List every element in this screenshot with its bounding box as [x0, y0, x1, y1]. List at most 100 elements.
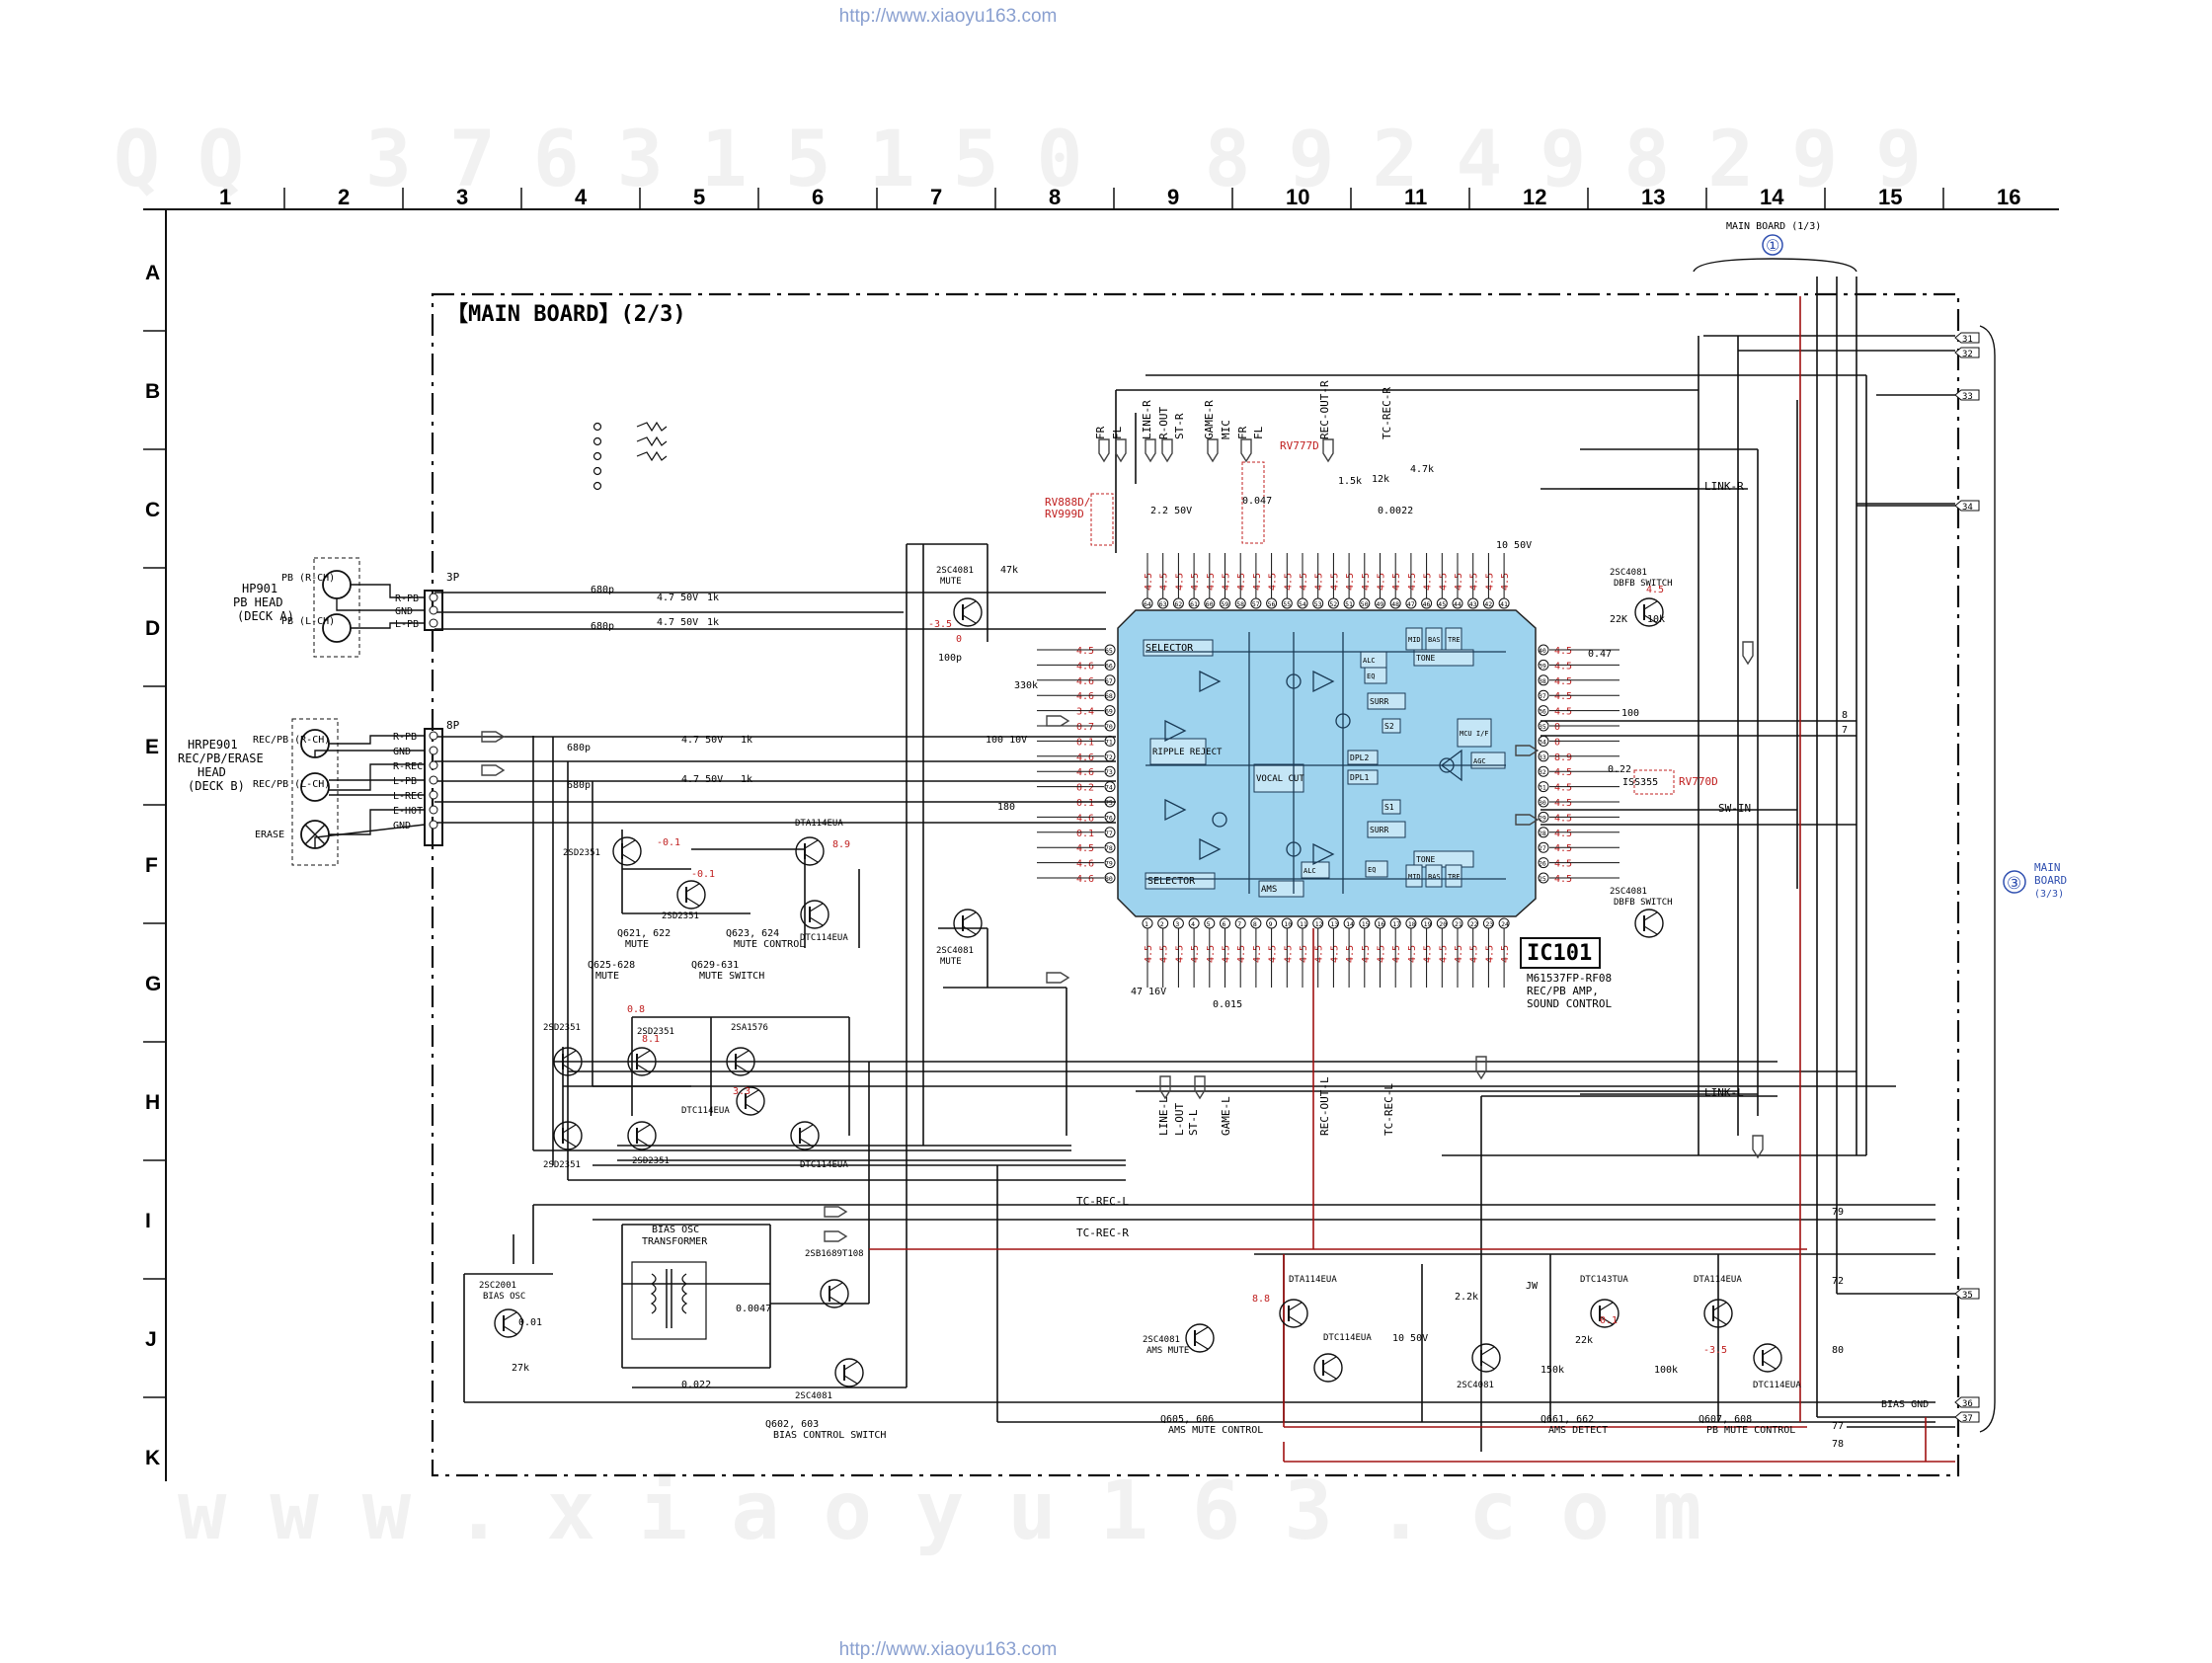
ic-voltage-bottom-1: 4.5 [1144, 945, 1154, 963]
ic-voltage-right-30: 4.5 [1554, 798, 1572, 809]
ic-pin-2: 2 [1160, 920, 1164, 928]
ic-pin-35: 35 [1539, 723, 1546, 731]
ic101-body[interactable] [1117, 609, 1537, 917]
grid-row-B: B [145, 380, 160, 403]
ic-block-12: TONE [1416, 855, 1435, 864]
ic-block-13: MID [1408, 636, 1421, 644]
ic101-part: M61537FP-RF08 [1527, 972, 1612, 985]
ic-voltage-bottom-15: 4.5 [1361, 945, 1372, 963]
transistor-17: 2SC4081 [795, 1358, 864, 1401]
transistor-role-18: AMS MUTE [1146, 1346, 1189, 1356]
signal-arrow-h-1 [481, 764, 506, 776]
grid-column-7: 7 [930, 185, 942, 209]
ic-block-0: SELECTOR [1146, 643, 1194, 654]
component-0: 680p [591, 585, 614, 595]
ic-voltage-bottom-3: 4.5 [1174, 945, 1185, 963]
ic-voltage-top-48: 4.5 [1391, 573, 1402, 591]
hrpe-ch-l: REC/PB (L-CH) [253, 779, 330, 790]
component-29: 0.015 [1213, 999, 1242, 1010]
ic-block-19: MCU I/F [1460, 730, 1489, 738]
main-board-3-line1: MAIN [2034, 861, 2061, 874]
ic-pin-30: 30 [1539, 799, 1546, 807]
line-number-8: 8 [1842, 710, 1848, 721]
hp901-head[interactable]: HP901 PB HEAD (DECK A) PB (R-CH) PB (L-C… [233, 557, 360, 658]
ic-voltage-bottom-12: 4.5 [1314, 945, 1325, 963]
component-6: 4.7 50V [681, 735, 723, 746]
voltage-7: 3.3 [733, 1086, 750, 1097]
ic-pin-17: 17 [1392, 920, 1400, 928]
transistor-24: DTC114EUA [1753, 1343, 1801, 1390]
bias-transformer-line2: TRANSFORMER [642, 1236, 708, 1247]
ic-voltage-top-58: 4.5 [1236, 573, 1247, 591]
main-board-1-connector[interactable]: MAIN BOARD (1/3) ① [1693, 221, 1857, 273]
terminal-37: 37 [1962, 1414, 1973, 1424]
component-18: 1.5k [1338, 476, 1362, 487]
ic-voltage-bottom-20: 4.5 [1438, 945, 1449, 963]
component-7: 4.7 50V [681, 774, 723, 785]
ic101[interactable]: 644.514.5634.524.5624.534.5614.544.5604.… [1037, 553, 1620, 1010]
ic-pin-25: 25 [1539, 875, 1546, 883]
ic-pin-6: 6 [1223, 920, 1226, 928]
header-url[interactable]: http://www.xiaoyu163.com [838, 6, 1058, 27]
head-wiring [314, 584, 426, 848]
connector-8p-label: 8P [446, 719, 460, 732]
ic-voltage-top-64: 4.5 [1144, 573, 1154, 591]
connector-8p-pin-3: L-PB [393, 776, 417, 787]
ic-pin-74: 74 [1105, 784, 1113, 792]
signal-bottom-0: LINE-L [1157, 1096, 1170, 1136]
ic-voltage-left-77: 0.1 [1076, 829, 1094, 839]
ic-voltage-left-71: 0.1 [1076, 737, 1094, 748]
ic101-ref: IC101 [1527, 941, 1592, 966]
component-3: 680p [567, 780, 591, 791]
component-12: 47k [1000, 565, 1018, 576]
ic-voltage-left-80: 4.6 [1076, 874, 1094, 885]
ic-pin-4: 4 [1191, 920, 1195, 928]
ic-voltage-top-42: 4.5 [1484, 573, 1495, 591]
ic-voltage-right-29: 4.5 [1554, 813, 1572, 824]
hrpe901-head[interactable]: HRPE901 REC/PB/ERASE HEAD (DECK B) REC/P… [178, 718, 339, 866]
signal-arrow-v-11 [1159, 1075, 1171, 1100]
ic-pin-49: 49 [1377, 600, 1384, 608]
grid-column-12: 12 [1523, 185, 1546, 209]
ic-pin-8: 8 [1253, 920, 1257, 928]
ic-voltage-top-47: 4.5 [1407, 573, 1418, 591]
footer-url[interactable]: http://www.xiaoyu163.com [838, 1639, 1058, 1660]
transistor-part-11: 2SD2351 [632, 1156, 670, 1166]
signal-top-6: MIC [1220, 420, 1232, 439]
component-24: 330k [1014, 680, 1038, 691]
ic-voltage-right-35: 0 [1554, 722, 1560, 733]
ic-voltage-bottom-7: 4.5 [1236, 945, 1247, 963]
link-l-label: LINK-L [1704, 1086, 1744, 1099]
main-board-3-connector[interactable]: ③ MAIN BOARD (3/3) [1979, 325, 2067, 1433]
voltage-1: 0 [956, 634, 962, 645]
transistor-role-2: DBFB SWITCH [1614, 579, 1673, 589]
grid-row-J: J [145, 1328, 157, 1351]
transistor-role-3: DBFB SWITCH [1614, 898, 1673, 908]
transistor-part-1: 2SC4081 [936, 946, 974, 956]
ic-pin-36: 36 [1539, 708, 1546, 716]
ic101-function-1: REC/PB AMP, [1527, 985, 1599, 997]
variable-resistors: RV888D/ RV999D RV777D RV770D [1045, 439, 1718, 795]
transistor-21: 2SC4081 [1457, 1343, 1501, 1390]
ic101-ref-frame [1520, 937, 1601, 969]
component-5: 4.7 50V [657, 617, 698, 628]
ic-voltage-bottom-16: 4.5 [1377, 945, 1387, 963]
component-41: 100k [1654, 1365, 1678, 1376]
ic-voltage-top-46: 4.5 [1423, 573, 1434, 591]
ic-pin-31: 31 [1539, 784, 1546, 792]
signal-top-9: REC-OUT-R [1318, 380, 1331, 439]
bias-transformer[interactable]: BIAS OSC TRANSFORMER [631, 1225, 708, 1340]
ic-block-15: TRE [1448, 636, 1461, 644]
ic-pin-29: 29 [1539, 814, 1546, 822]
component-36: 2.2k [1455, 1292, 1478, 1303]
signal-arrow-v-2 [1145, 438, 1156, 463]
transistor-9: 2SD2351 [543, 1121, 583, 1170]
ic-pin-43: 43 [1469, 600, 1477, 608]
ic-voltage-top-51: 4.5 [1345, 573, 1356, 591]
signal-top-3: R-OUT [1157, 407, 1170, 439]
component-37: 10 50V [1392, 1333, 1428, 1344]
grid-column-14: 14 [1760, 185, 1784, 209]
